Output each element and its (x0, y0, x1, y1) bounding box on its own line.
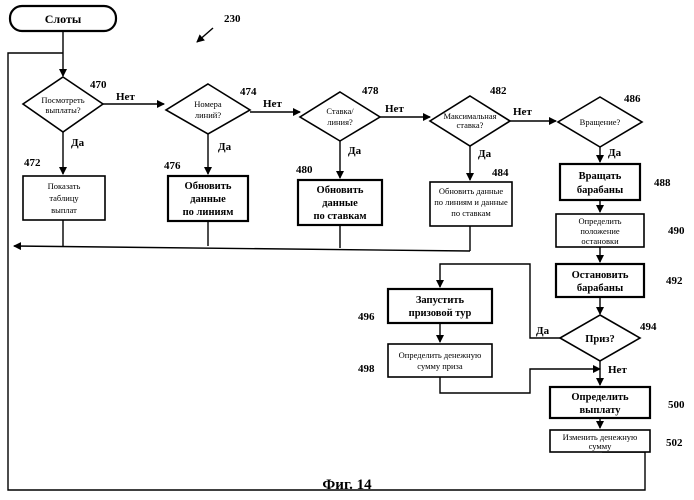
ref-470: 470 (90, 79, 107, 91)
node-488-line-1: Вращать (579, 171, 622, 182)
node-472-line-2: таблицу (49, 193, 79, 203)
node-492-line-2: барабаны (577, 283, 623, 294)
node-496-line-1: Запустить (416, 295, 465, 306)
node-486-line-1: Вращение? (580, 117, 621, 127)
ref-478: 478 (362, 85, 379, 97)
label-478-yes: Да (348, 145, 362, 157)
node-472-line-1: Показать (48, 181, 81, 191)
decision-diamond-474 (166, 84, 250, 134)
node-502-line-2: сумму (589, 441, 613, 451)
node-476-line-3: по линиям (183, 207, 234, 218)
figure-number-arrow (197, 28, 213, 42)
node-478-line-2: линия? (327, 117, 353, 127)
ref-472: 472 (24, 157, 41, 169)
ref-496: 496 (358, 311, 375, 323)
node-472-line-3: выплат (51, 205, 77, 215)
ref-474: 474 (240, 86, 257, 98)
figure-number: 230 (224, 13, 241, 25)
ref-492: 492 (666, 275, 683, 287)
ref-494: 494 (640, 321, 657, 333)
ref-482: 482 (490, 85, 507, 97)
label-494-no: Нет (608, 364, 627, 376)
node-484-line-2: по линиям и данные (434, 197, 508, 207)
connectors (8, 28, 645, 490)
label-486-yes: Да (608, 147, 622, 159)
labels: 230 Слоты 470 Посмотреть выплаты? Нет Да… (24, 12, 685, 493)
node-470-line-2: выплаты? (45, 105, 80, 115)
ref-484: 484 (492, 167, 509, 179)
start-label: Слоты (45, 12, 82, 26)
ref-480: 480 (296, 164, 313, 176)
ref-502: 502 (666, 437, 683, 449)
node-490-line-1: Определить (578, 216, 621, 226)
node-484-line-3: по ставкам (451, 208, 491, 218)
node-480-line-3: по ставкам (313, 211, 366, 222)
ref-490: 490 (668, 225, 685, 237)
node-492-line-1: Остановить (572, 270, 629, 281)
node-498-line-1: Определить денежную (399, 350, 482, 360)
node-494-line-1: Приз? (585, 334, 615, 345)
label-474-no: Нет (263, 98, 282, 110)
node-474-line-2: линий? (195, 110, 221, 120)
node-496-line-2: призовой тур (409, 308, 472, 319)
node-490-line-3: остановки (581, 236, 619, 246)
node-476-line-1: Обновить (185, 181, 232, 192)
label-494-yes: Да (536, 325, 550, 337)
node-500-line-2: выплату (579, 405, 621, 416)
ref-488: 488 (654, 177, 671, 189)
label-478-no: Нет (385, 103, 404, 115)
label-470-no: Нет (116, 91, 135, 103)
node-478-line-1: Ставка/ (326, 106, 354, 116)
label-474-yes: Да (218, 141, 232, 153)
node-476-line-2: данные (190, 194, 226, 205)
node-490-line-2: положение (580, 226, 620, 236)
shapes (10, 6, 650, 452)
node-500-line-1: Определить (571, 392, 629, 403)
node-480-line-1: Обновить (317, 185, 364, 196)
label-470-yes: Да (71, 137, 85, 149)
ref-486: 486 (624, 93, 641, 105)
label-482-no: Нет (513, 106, 532, 118)
node-484-line-1: Обновить данные (439, 186, 503, 196)
ref-500: 500 (668, 399, 685, 411)
node-498-line-2: сумму приза (417, 361, 463, 371)
figure-caption: Фиг. 14 (322, 477, 372, 493)
node-488-line-2: барабаны (577, 185, 623, 196)
ref-476: 476 (164, 160, 181, 172)
node-480-line-2: данные (322, 198, 358, 209)
label-482-yes: Да (478, 148, 492, 160)
node-470-line-1: Посмотреть (41, 95, 84, 105)
connector-return-bus (14, 246, 470, 251)
node-474-line-1: Номера (194, 99, 222, 109)
ref-498: 498 (358, 363, 375, 375)
node-482-line-2: ставка? (457, 120, 484, 130)
